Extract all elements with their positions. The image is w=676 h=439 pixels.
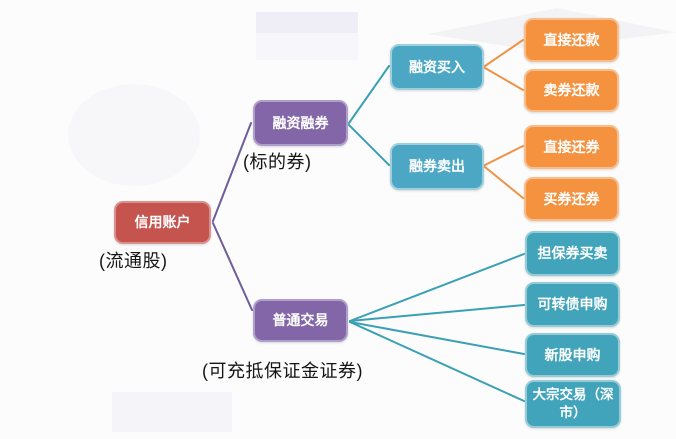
connector-ordinary-to-collateral xyxy=(349,253,525,322)
node-short-sell: 融券卖出 xyxy=(390,143,484,190)
note-margin-eligible-collateral: (可充抵保证金证券) xyxy=(202,361,363,381)
connector-ordinary-to-block-trading xyxy=(349,321,525,402)
node-new-share-subscription: 新股申购 xyxy=(525,333,620,377)
node-direct-return-securities: 直接还券 xyxy=(524,125,619,169)
node-sell-securities-repay-cash: 卖券还款 xyxy=(524,69,619,112)
node-credit-account: 信用账户 xyxy=(114,201,211,244)
connector-margin-trading-to-short-sell xyxy=(348,124,390,166)
node-convertible-bond-subscription: 可转债申购 xyxy=(525,282,620,327)
connector-margin-trading-to-margin-buy xyxy=(348,65,390,124)
note-underlying-securities: (标的券) xyxy=(243,152,312,172)
note-circulating-shares: (流通股) xyxy=(99,251,168,271)
connector-ordinary-to-convertible xyxy=(349,304,525,322)
node-ordinary-trading: 普通交易 xyxy=(253,299,348,342)
connector-credit-to-ordinary-trading xyxy=(212,222,253,311)
connector-short-sell-to-buy-return xyxy=(484,166,524,199)
node-block-trading-shenzhen: 大宗交易（深市） xyxy=(525,380,621,428)
node-direct-repay-cash: 直接还款 xyxy=(524,18,619,62)
connector-ordinary-to-ipo xyxy=(349,321,525,355)
connector-margin-buy-to-direct-repay xyxy=(484,39,524,67)
node-margin-buy: 融资买入 xyxy=(390,44,484,90)
connector-margin-buy-to-sell-repay xyxy=(484,67,524,91)
node-buy-securities-return-securities: 买券还券 xyxy=(524,177,619,221)
connector-credit-to-margin-trading xyxy=(212,122,252,222)
connector-short-sell-to-direct-return xyxy=(484,145,524,166)
node-collateral-securities-trading: 担保券买卖 xyxy=(525,231,620,276)
node-margin-trading: 融资融券 xyxy=(253,100,348,146)
